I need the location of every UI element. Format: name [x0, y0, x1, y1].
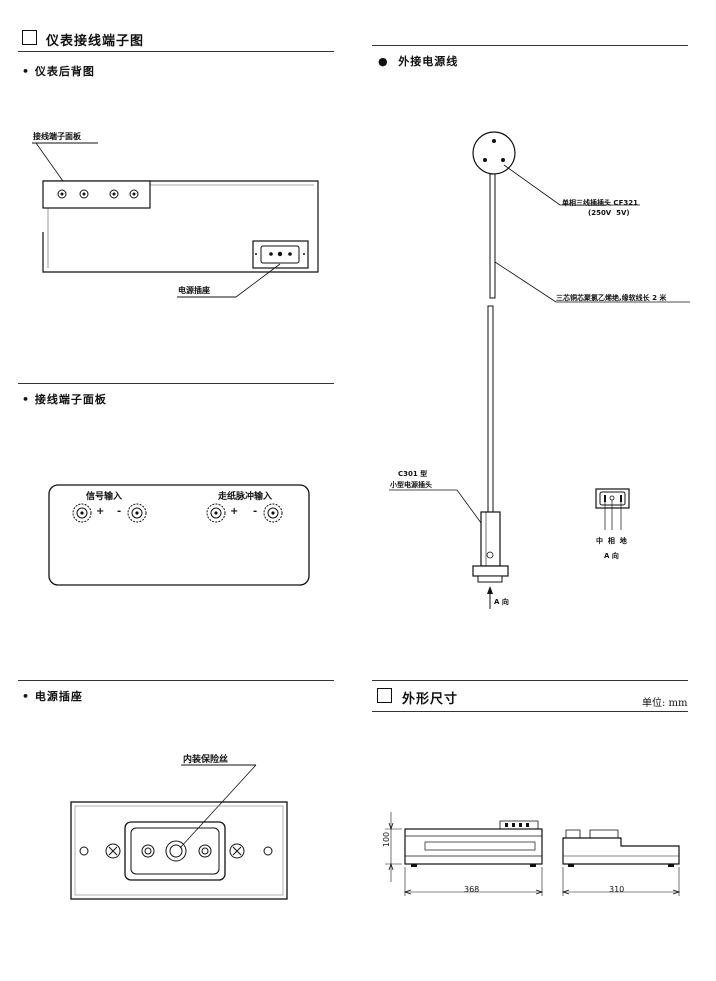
dimensions-unit: 单位: mm: [642, 698, 688, 709]
direction-arrow-label: A 向: [494, 598, 509, 606]
pulse-plus: +: [230, 506, 239, 517]
divider-power-socket: [18, 680, 334, 681]
section-checkbox: [22, 30, 37, 45]
dim-width: 368: [464, 885, 480, 894]
cable-label: 三芯铜芯聚氯乙烯绝,缘软线长 2 米: [556, 294, 667, 302]
section-rule: [18, 51, 334, 52]
dim-depth: 310: [609, 885, 625, 894]
signal-input-label: 信号输入: [86, 492, 123, 502]
divider-power-cord: [372, 45, 688, 46]
power-socket-heading: • 电源插座: [22, 690, 83, 703]
power-cord-heading: ● 外接电源线: [378, 55, 459, 68]
terminal-panel-callout: 接线端子面板: [33, 132, 81, 141]
connector-model: C301 型: [398, 470, 428, 478]
paper-pulse-input-label: 走纸脉冲输入: [218, 492, 273, 502]
divider-dimensions-bottom: [372, 711, 688, 712]
direction-view-label: A 向: [604, 552, 619, 560]
plug-rating: (250V 5V): [588, 209, 630, 217]
pulse-minus: -: [253, 506, 258, 517]
divider-dimensions-top: [372, 680, 688, 681]
section-title-terminal-diagram: 仪表接线端子图: [46, 34, 145, 49]
divider-terminal-panel: [18, 383, 334, 384]
power-socket-callout: 电源插座: [178, 286, 210, 295]
fuse-label: 内装保险丝: [183, 755, 229, 765]
dimensions-checkbox: [377, 688, 392, 703]
connector-name: 小型电源插头: [390, 481, 432, 489]
signal-plus: +: [96, 506, 105, 517]
plug-label: 单相三线插插头 CF321: [562, 199, 638, 207]
rear-view-heading: • 仪表后背图: [22, 65, 95, 78]
pins-label: 中 相 地: [596, 537, 627, 545]
dimensions-title: 外形尺寸: [402, 692, 459, 707]
terminal-panel-heading: • 接线端子面板: [22, 393, 107, 406]
signal-minus: -: [117, 506, 122, 517]
